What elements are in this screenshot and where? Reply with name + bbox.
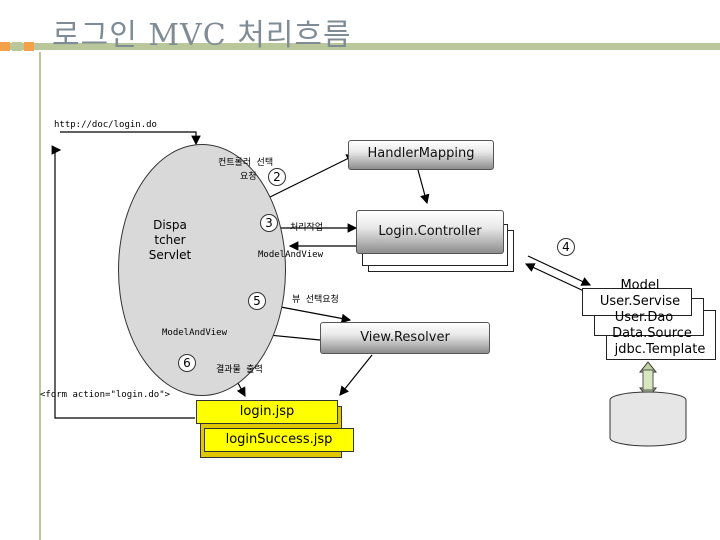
title-decoration — [0, 42, 36, 51]
title-underline-bar — [0, 43, 720, 50]
arrow-step2 — [263, 154, 357, 201]
arrow-step4-out — [527, 255, 592, 286]
login-controller-box: Login.Controller — [356, 210, 504, 254]
arrow-request — [60, 131, 201, 146]
left-rule — [39, 52, 41, 540]
model-title: Model — [620, 278, 660, 293]
model-item-user-servise: User.Servise — [599, 294, 681, 309]
model-card-back1 — [582, 288, 692, 316]
arrow-form-back — [51, 145, 195, 419]
step-number-4: 4 — [557, 238, 575, 256]
label-process: 처리작업 — [290, 223, 324, 233]
label-result-output: 결과물 출력 — [216, 365, 263, 375]
login-jsp-box: login.jsp — [196, 400, 338, 424]
arrow-hm-controller — [417, 169, 430, 205]
view-resolver-box: View.Resolver — [320, 322, 490, 354]
arrow-step4-back — [524, 263, 587, 293]
step-number-6: 6 — [178, 354, 196, 372]
model-item-jdbc-template: jdbc.Template — [614, 342, 706, 357]
label-mav-top: ModelAndView — [258, 250, 324, 260]
step-number-5: 5 — [248, 292, 266, 310]
step-number-3: 3 — [260, 214, 278, 232]
arrow-vr-jsp — [339, 354, 373, 396]
step-number-2: 2 — [268, 168, 286, 186]
arrow-step5 — [269, 304, 352, 324]
dispatcher-servlet-node — [118, 144, 286, 396]
slide-title: 로그인 MVC 처리흐름 — [52, 18, 352, 53]
label-request: 요청 — [240, 172, 257, 182]
model-item-user-dao: User.Dao — [614, 310, 674, 325]
label-mav-bottom: ModelAndView — [162, 328, 228, 338]
label-view-select: 뷰 선택요청 — [292, 295, 339, 305]
dispatcher-label: Dispa tcher Servlet — [148, 218, 192, 262]
login-success-jsp-box: loginSuccess.jsp — [204, 428, 354, 452]
request-url: http://doc/login.do — [54, 120, 157, 130]
model-item-data-source: Data.Source — [612, 326, 692, 341]
handler-mapping-box: HandlerMapping — [348, 140, 494, 170]
form-tag-label: <form action="login.do"> — [40, 390, 171, 400]
label-controller-select: 컨트롤러 선택 — [218, 158, 274, 168]
